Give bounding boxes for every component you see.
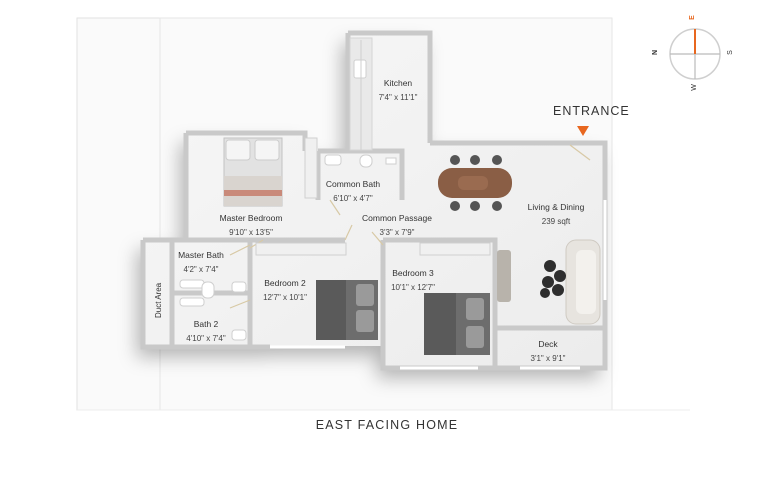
- room-name: Common Passage: [362, 213, 432, 223]
- room-duct-area: Duct Area: [154, 282, 163, 318]
- room-common-bath: Common Bath 6'10" x 4'7": [316, 179, 390, 204]
- room-dimension: 4'2" x 7'4": [183, 265, 219, 274]
- doors: [229, 144, 591, 309]
- coffee-tables: [540, 260, 566, 298]
- room-name: Bath 2: [193, 319, 219, 329]
- bedroom-2-bed: [316, 280, 378, 340]
- room-name: Bedroom 2: [264, 278, 306, 288]
- living-sofa: [497, 239, 601, 325]
- building-footprint: [143, 33, 605, 368]
- room-living-dining: Living & Dining 239 sqft: [515, 202, 597, 227]
- room-master-bath: Master Bath 4'2" x 7'4": [170, 250, 232, 275]
- windows: [270, 200, 607, 370]
- room-dimension: 3'3" x 7'9": [379, 228, 415, 237]
- room-name: Bedroom 3: [392, 268, 434, 278]
- room-name: Kitchen: [383, 78, 413, 88]
- room-master-bedroom: Master Bedroom 9'10" x 13'5": [206, 213, 296, 238]
- room-name: Deck: [538, 339, 558, 349]
- walls: [140, 30, 608, 371]
- kitchen-counter: [349, 37, 373, 151]
- bedroom-3-wardrobe: [419, 242, 491, 256]
- room-kitchen: Kitchen 7'4" x 11'1": [370, 78, 426, 103]
- compass-east-label: E: [688, 15, 696, 20]
- master-wardrobe: [304, 137, 318, 199]
- room-dimension: 9'10" x 13'5": [229, 228, 273, 237]
- bath-fixtures: [179, 279, 247, 341]
- plan-caption: EAST FACING HOME: [315, 418, 459, 432]
- room-name: Common Bath: [325, 179, 381, 189]
- room-dimension: 10'1" x 12'7": [391, 283, 435, 292]
- room-dimension: 3'1" x 9'1": [530, 354, 566, 363]
- compass-south-label: S: [726, 50, 734, 55]
- room-bath-2: Bath 2 4'10" x 7'4": [178, 319, 234, 344]
- room-name: Master Bath: [178, 250, 224, 260]
- entrance-label: ENTRANCE: [553, 104, 630, 118]
- room-dimension: 6'10" x 4'7": [333, 194, 373, 203]
- entrance-arrow-icon: [577, 126, 589, 136]
- room-deck: Deck 3'1" x 9'1": [522, 339, 574, 364]
- common-bath-fixtures: [324, 154, 397, 168]
- compass: [669, 28, 721, 80]
- room-dimension: 4'10" x 7'4": [186, 334, 226, 343]
- compass-north-label: N: [652, 49, 660, 56]
- compass-west-label: W: [690, 84, 698, 91]
- master-bed: [223, 137, 283, 207]
- bedroom-2-wardrobe: [255, 242, 347, 256]
- room-bedroom-3: Bedroom 3 10'1" x 12'7": [384, 268, 442, 293]
- room-name: Living & Dining: [527, 202, 585, 212]
- room-common-passage: Common Passage 3'3" x 7'9": [352, 213, 442, 238]
- bedroom-3-bed: [424, 293, 490, 355]
- room-dimension: 7'4" x 11'1": [378, 93, 418, 102]
- room-dimension: 12'7" x 10'1": [263, 293, 307, 302]
- room-dimension: 239 sqft: [541, 217, 571, 226]
- room-name: Master Bedroom: [219, 213, 283, 223]
- room-bedroom-2: Bedroom 2 12'7" x 10'1": [254, 278, 316, 303]
- dining-set: [438, 155, 512, 211]
